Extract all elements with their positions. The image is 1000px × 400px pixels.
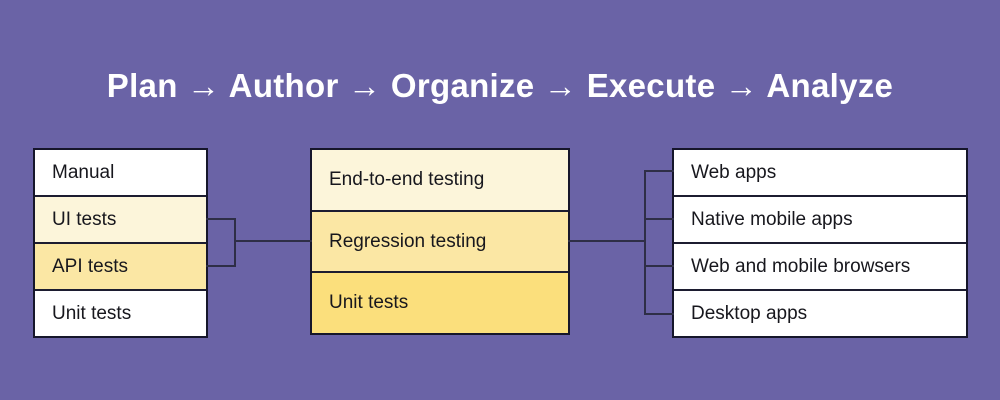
connector-line	[206, 218, 236, 220]
test-levels-box: Manual UI tests API tests Unit tests	[33, 148, 208, 338]
list-item: Native mobile apps	[674, 197, 966, 244]
connector-line	[644, 170, 674, 172]
connector-line	[644, 218, 674, 220]
connector-line	[644, 170, 646, 315]
connector-line	[644, 313, 674, 315]
connector-line	[568, 240, 646, 242]
list-item: UI tests	[35, 197, 206, 244]
list-item: Regression testing	[312, 211, 568, 274]
list-item: Desktop apps	[674, 291, 966, 336]
workflow-title: Plan → Author → Organize → Execute → Ana…	[106, 67, 894, 104]
list-item: Web and mobile browsers	[674, 244, 966, 291]
testing-types-box: End-to-end testing Regression testing Un…	[310, 148, 570, 335]
list-item: Unit tests	[312, 273, 568, 334]
list-item: API tests	[35, 244, 206, 291]
connector-line	[206, 265, 236, 267]
connector-line	[644, 265, 674, 267]
list-item: Web apps	[674, 150, 966, 197]
list-item: Unit tests	[35, 291, 206, 336]
connector-line	[234, 240, 312, 242]
list-item: End-to-end testing	[312, 150, 568, 212]
platforms-box: Web apps Native mobile apps Web and mobi…	[672, 148, 968, 338]
list-item: Manual	[35, 150, 206, 197]
connector-line	[234, 218, 236, 267]
